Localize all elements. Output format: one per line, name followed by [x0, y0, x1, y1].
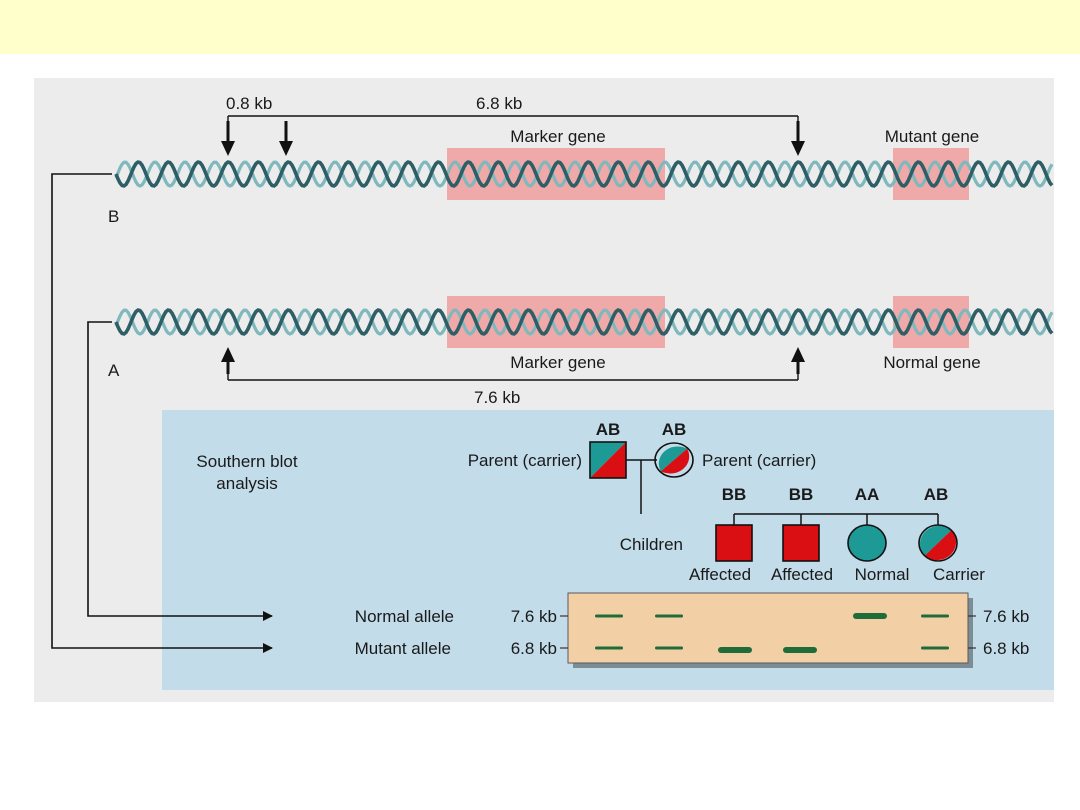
parent-label: Parent (carrier): [702, 451, 816, 470]
connector-arrow-normal-allele: [87, 321, 273, 621]
mutant-allele-band: [783, 647, 817, 653]
restriction-site-arrow: [791, 347, 805, 374]
dna-helix-b: [114, 160, 1054, 188]
allele-row-label: Mutant allele: [355, 639, 451, 658]
child-normal-female-symbol: [847, 524, 887, 562]
strand-a-bracket: [227, 373, 799, 381]
band-size-right: 6.8 kb: [983, 639, 1029, 658]
restriction-site-arrow: [279, 121, 293, 156]
top-banner: [0, 0, 1080, 54]
southern-blot-title: Southern blot: [196, 452, 297, 471]
parent-genotype: AB: [596, 420, 621, 439]
normal-gene-label: Normal gene: [883, 353, 980, 372]
southern-blot-subtitle: analysis: [216, 474, 277, 493]
distance-label-0-8kb: 0.8 kb: [226, 94, 272, 113]
normal-allele-band: [921, 614, 949, 618]
child-genotype: BB: [722, 485, 747, 504]
restriction-site-arrow: [221, 347, 235, 374]
dna-helix-a: [114, 308, 1054, 336]
band-size-left: 7.6 kb: [511, 607, 557, 626]
mutant-gene-label: Mutant gene: [885, 127, 980, 146]
parent-mother-symbol: [654, 442, 694, 478]
strand-a-marker-gene-box: [447, 296, 665, 348]
child-status: Normal: [855, 565, 910, 584]
normal-allele-band: [655, 614, 683, 618]
strand-b-marker-label: Marker gene: [510, 127, 605, 146]
gel-membrane: [567, 592, 969, 664]
child-carrier-female-symbol: [918, 524, 958, 562]
pedigree: AB AB Parent (carrier) Parent (carrier) …: [468, 420, 986, 584]
normal-allele-band: [595, 614, 623, 618]
mutant-allele-band: [718, 647, 752, 653]
child-status: Affected: [689, 565, 751, 584]
mutant-allele-band: [595, 646, 623, 650]
mutant-allele-band: [655, 646, 683, 650]
strand-a-marker-label: Marker gene: [510, 353, 605, 372]
band-size-left: 6.8 kb: [511, 639, 557, 658]
strand-a-label: A: [108, 361, 120, 380]
allele-row-label: Normal allele: [355, 607, 454, 626]
parent-label: Parent (carrier): [468, 451, 582, 470]
pedigree-lines: [626, 459, 939, 525]
child-genotype: AA: [855, 485, 880, 504]
normal-allele-band: [853, 613, 887, 619]
child-status: Carrier: [933, 565, 985, 584]
distance-label-7-6kb: 7.6 kb: [474, 388, 520, 407]
child-affected-male-symbol: [715, 524, 753, 562]
parent-genotype: AB: [662, 420, 687, 439]
connector-arrow-mutant-allele: [51, 173, 273, 653]
strand-b-label: B: [108, 207, 119, 226]
child-genotype: AB: [924, 485, 949, 504]
mutant-allele-band: [921, 646, 949, 650]
parent-father-symbol: [589, 441, 627, 479]
strand-b-marker-gene-box: [447, 148, 665, 200]
children-label: Children: [620, 535, 683, 554]
band-size-right: 7.6 kb: [983, 607, 1029, 626]
helix-strand: [114, 308, 1054, 336]
child-status: Affected: [771, 565, 833, 584]
child-affected-male-symbol: [782, 524, 820, 562]
gel-bands: [595, 613, 949, 653]
restriction-site-arrow: [791, 121, 805, 156]
helix-strand: [114, 160, 1054, 188]
restriction-site-arrow: [221, 121, 235, 156]
distance-label-6-8kb: 6.8 kb: [476, 94, 522, 113]
child-genotype: BB: [789, 485, 814, 504]
gel-ticks: [560, 615, 976, 649]
